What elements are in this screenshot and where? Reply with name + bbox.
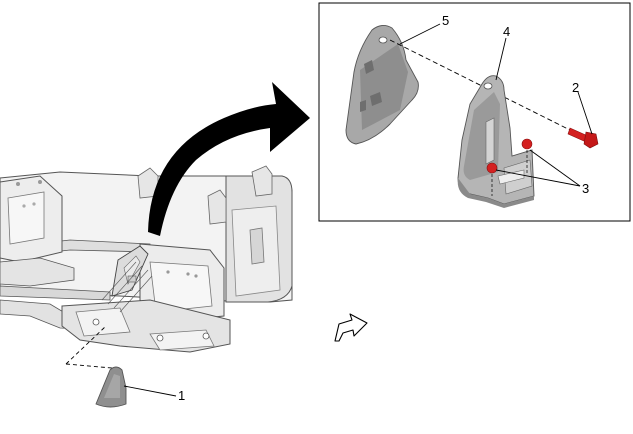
callout-4: 4 <box>503 24 510 39</box>
center-hinge-bracket <box>61 243 231 353</box>
hollow-right-arrow-icon <box>334 313 368 342</box>
hinge-bracket-part-4 <box>457 75 535 208</box>
callout-2: 2 <box>572 80 579 95</box>
leader-line-5 <box>399 23 441 45</box>
zoom-arrow-icon <box>148 82 310 236</box>
callout-3: 3 <box>582 181 589 196</box>
leader-line-1 <box>123 385 177 397</box>
leader-line-3a <box>529 149 581 187</box>
leader-line-2 <box>577 91 593 135</box>
leader-line-4 <box>495 37 507 81</box>
nut-upper <box>521 138 533 150</box>
detail-view-box <box>318 2 631 222</box>
nuts-part-3 <box>486 138 533 196</box>
callout-5: 5 <box>442 13 449 28</box>
rear-seat-assembly <box>0 165 293 353</box>
nut-lower <box>486 162 498 174</box>
leader-lines <box>399 23 593 187</box>
attachment-detail-lines <box>101 261 153 313</box>
leader-line-3b <box>495 169 581 187</box>
trim-panel-part-5 <box>345 25 419 145</box>
trim-cover-part-1 <box>95 366 177 408</box>
left-hinge-bracket <box>0 175 75 287</box>
bolt-part-2 <box>567 127 599 149</box>
removal-path-dashed <box>65 325 113 369</box>
callout-1: 1 <box>178 388 185 403</box>
